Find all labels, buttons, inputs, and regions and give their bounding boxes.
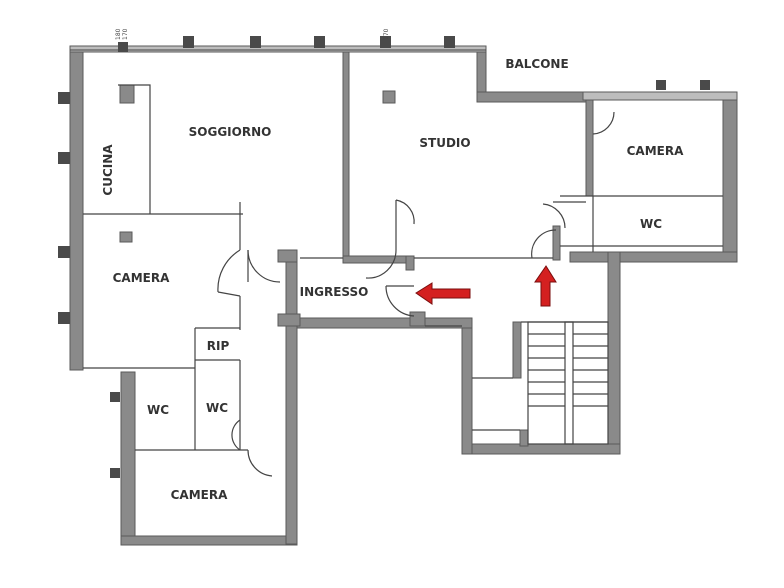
wall-top-right <box>582 91 738 101</box>
room-label-wc-middle: WC <box>206 401 228 415</box>
window-icon-3 <box>250 36 261 48</box>
partitions <box>83 84 723 451</box>
doors <box>217 111 615 477</box>
window-icon-4 <box>314 36 325 48</box>
wall-stair-bottom <box>461 443 621 455</box>
exterior-walls <box>69 45 738 546</box>
window-icon-left-4 <box>58 312 70 324</box>
door-wc-middle <box>231 419 241 451</box>
wall-left-upper <box>69 45 84 371</box>
stair-treads <box>528 333 608 407</box>
wall-ingresso-post <box>405 255 415 271</box>
window-icon-left-3 <box>58 246 70 258</box>
window-icon-left-2 <box>58 152 70 164</box>
wall-stair-left <box>461 325 473 455</box>
door-camera-bottom <box>247 449 273 477</box>
door-camera-left <box>217 249 241 293</box>
staircase <box>527 321 609 445</box>
cucina-wall <box>118 84 151 214</box>
window-icon-8 <box>700 80 710 90</box>
wall-studio-bottom-left <box>342 255 414 264</box>
wall-bottom <box>120 535 298 546</box>
window-icon-5 <box>380 36 391 48</box>
room-label-soggiorno: SOGGIORNO <box>189 125 272 139</box>
dim-window-1b: 170 <box>122 28 129 40</box>
door-stair-side <box>531 229 557 259</box>
wall-corridor-right <box>285 249 298 545</box>
door-corridor <box>247 249 281 283</box>
wall-balcone-bottom <box>476 91 593 103</box>
wall-stair-right <box>607 251 621 453</box>
window-icon-left-5 <box>110 392 120 402</box>
wall-camera-block <box>119 231 133 243</box>
room-label-camera-bottom: CAMERA <box>171 488 228 502</box>
room-label-camera-right: CAMERA <box>627 144 684 158</box>
dim-window-5: 170 <box>383 28 390 40</box>
wall-wc-right-left <box>552 225 561 261</box>
door-wc-right <box>542 203 566 229</box>
room-label-cucina: CUCINA <box>101 144 115 196</box>
room-label-wc-right: WC <box>640 217 662 231</box>
room-label-ingresso: INGRESSO <box>300 285 369 299</box>
door-camera-right <box>592 111 615 135</box>
wall-stair-inner <box>512 321 522 379</box>
dim-window-1a: 180 <box>115 28 122 40</box>
wall-studio-left <box>342 49 350 263</box>
window-icon-1 <box>118 42 128 52</box>
window-icon-left-6 <box>110 468 120 478</box>
window-icon-left-1 <box>58 92 70 104</box>
top-wall <box>69 45 738 101</box>
wall-stair-inner-b <box>519 429 529 447</box>
arrow-up-icon <box>534 265 557 307</box>
arrow-left-icon <box>415 282 471 305</box>
room-label-camera-left: CAMERA <box>113 271 170 285</box>
stair-well <box>564 321 574 445</box>
window-icon-7 <box>656 80 666 90</box>
wall-column <box>409 311 426 327</box>
room-label-studio: STUDIO <box>419 136 470 150</box>
door-studio <box>365 249 397 279</box>
wall-ingresso-corner <box>277 313 301 327</box>
wall-right-bottom <box>569 251 738 263</box>
wall-studio-column <box>382 90 396 104</box>
window-marks <box>58 36 710 478</box>
door-ingresso <box>385 285 415 317</box>
room-label-balcone: BALCONE <box>505 57 568 71</box>
window-icon-2 <box>183 36 194 48</box>
wall-cucina-block-a <box>119 84 135 104</box>
room-label-rip: RIP <box>207 339 230 353</box>
wall-corridor-pillar <box>277 249 298 263</box>
wall-right <box>722 91 738 261</box>
wall-camera-left <box>585 99 594 197</box>
stair-outline <box>527 321 609 445</box>
wall-top <box>69 45 487 53</box>
window-icon-6 <box>444 36 455 48</box>
room-label-wc-left: WC <box>147 403 169 417</box>
wall-left-lower <box>120 371 136 545</box>
